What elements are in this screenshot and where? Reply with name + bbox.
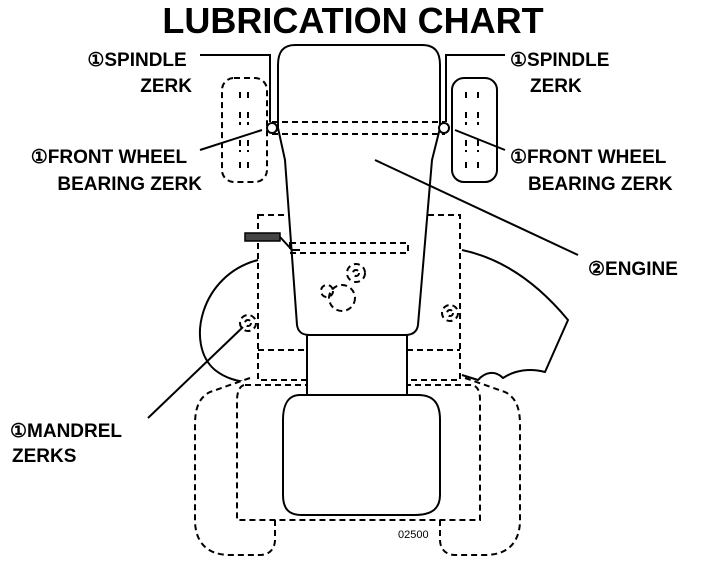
label-engine: ②ENGINE <box>588 259 678 280</box>
front-wheel-left <box>221 77 268 183</box>
engine-fitting <box>346 263 366 283</box>
seat <box>282 394 441 516</box>
front-wheel-right <box>451 77 498 183</box>
figure-number: 02500 <box>398 529 429 541</box>
seat-support <box>306 332 408 399</box>
leader-mandrel <box>147 326 244 419</box>
leader-bearing-right <box>454 129 506 151</box>
label-spindle-right: ①SPINDLE ZERK <box>510 50 615 97</box>
engine-pulley <box>328 284 356 312</box>
hood <box>277 44 441 336</box>
mandrel-zerk-right <box>441 304 459 322</box>
label-bearing-right: ①FRONT WHEEL BEARING ZERK <box>510 147 673 195</box>
label-bearing-left: ①FRONT WHEEL BEARING ZERK <box>31 147 203 195</box>
leader-spindle-right <box>445 54 505 122</box>
spindle-zerk-right <box>438 122 450 134</box>
lever-slot <box>289 242 409 254</box>
discharge-chute <box>461 249 569 381</box>
mower-deck-left <box>198 259 259 383</box>
label-spindle-left: ①SPINDLE ZERK <box>87 50 192 97</box>
lever-handle <box>244 232 281 242</box>
label-mandrel: ①MANDREL ZERKS <box>10 421 127 467</box>
leader-bearing-left <box>199 129 263 151</box>
leader-spindle-left <box>200 54 271 122</box>
chart-title: LUBRICATION CHART <box>162 0 543 41</box>
mandrel-zerk-left <box>239 314 257 332</box>
leader-engine <box>374 159 579 256</box>
spindle-zerk-left <box>266 122 278 134</box>
